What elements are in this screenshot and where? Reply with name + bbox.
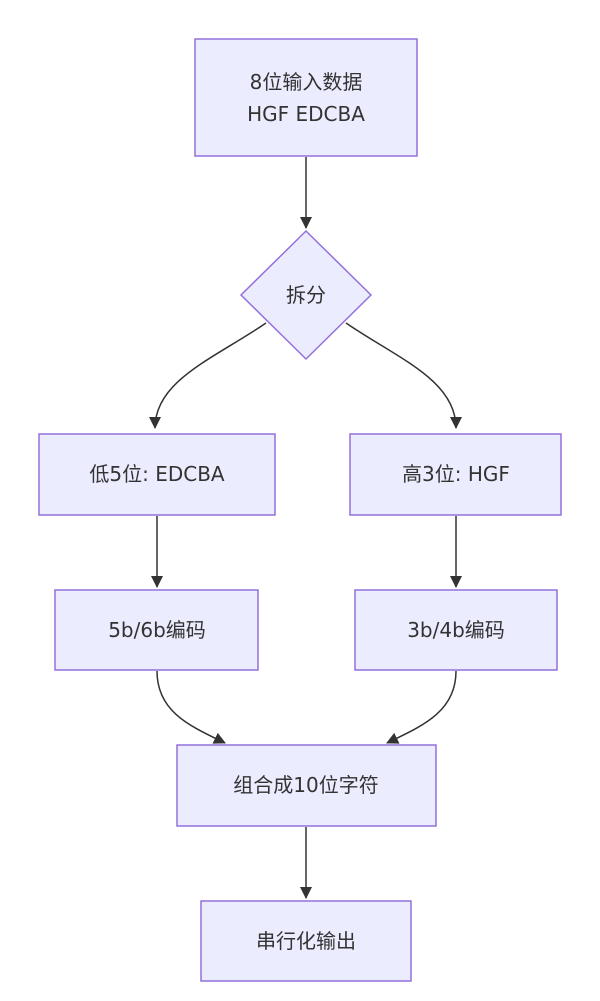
- node-low5-label: 低5位: EDCBA: [89, 462, 225, 486]
- edge-3b4b-to-combine: [386, 670, 457, 744]
- edge-split-to-low5: [149, 322, 267, 429]
- node-split-label: 拆分: [286, 283, 326, 307]
- node-input: 8位输入数据 HGF EDCBA: [194, 38, 418, 157]
- node-serial: 串行化输出: [200, 900, 412, 982]
- node-enc3b4b: 3b/4b编码: [354, 589, 558, 671]
- node-low5: 低5位: EDCBA: [38, 433, 276, 516]
- node-enc5b6b: 5b/6b编码: [54, 589, 259, 671]
- edge-split-to-high3: [345, 322, 462, 429]
- edge-5b6b-to-combine: [156, 670, 226, 744]
- node-combine: 组合成10位字符: [176, 744, 437, 827]
- node-high3: 高3位: HGF: [349, 433, 562, 516]
- node-enc5b6b-label: 5b/6b编码: [108, 618, 206, 642]
- node-split: 拆分: [239, 229, 373, 361]
- node-input-line2: HGF EDCBA: [247, 102, 365, 126]
- node-enc3b4b-label: 3b/4b编码: [407, 618, 505, 642]
- node-high3-label: 高3位: HGF: [402, 462, 510, 486]
- node-serial-label: 串行化输出: [256, 929, 356, 953]
- node-input-line1: 8位输入数据: [250, 70, 363, 94]
- node-combine-label: 组合成10位字符: [233, 773, 378, 797]
